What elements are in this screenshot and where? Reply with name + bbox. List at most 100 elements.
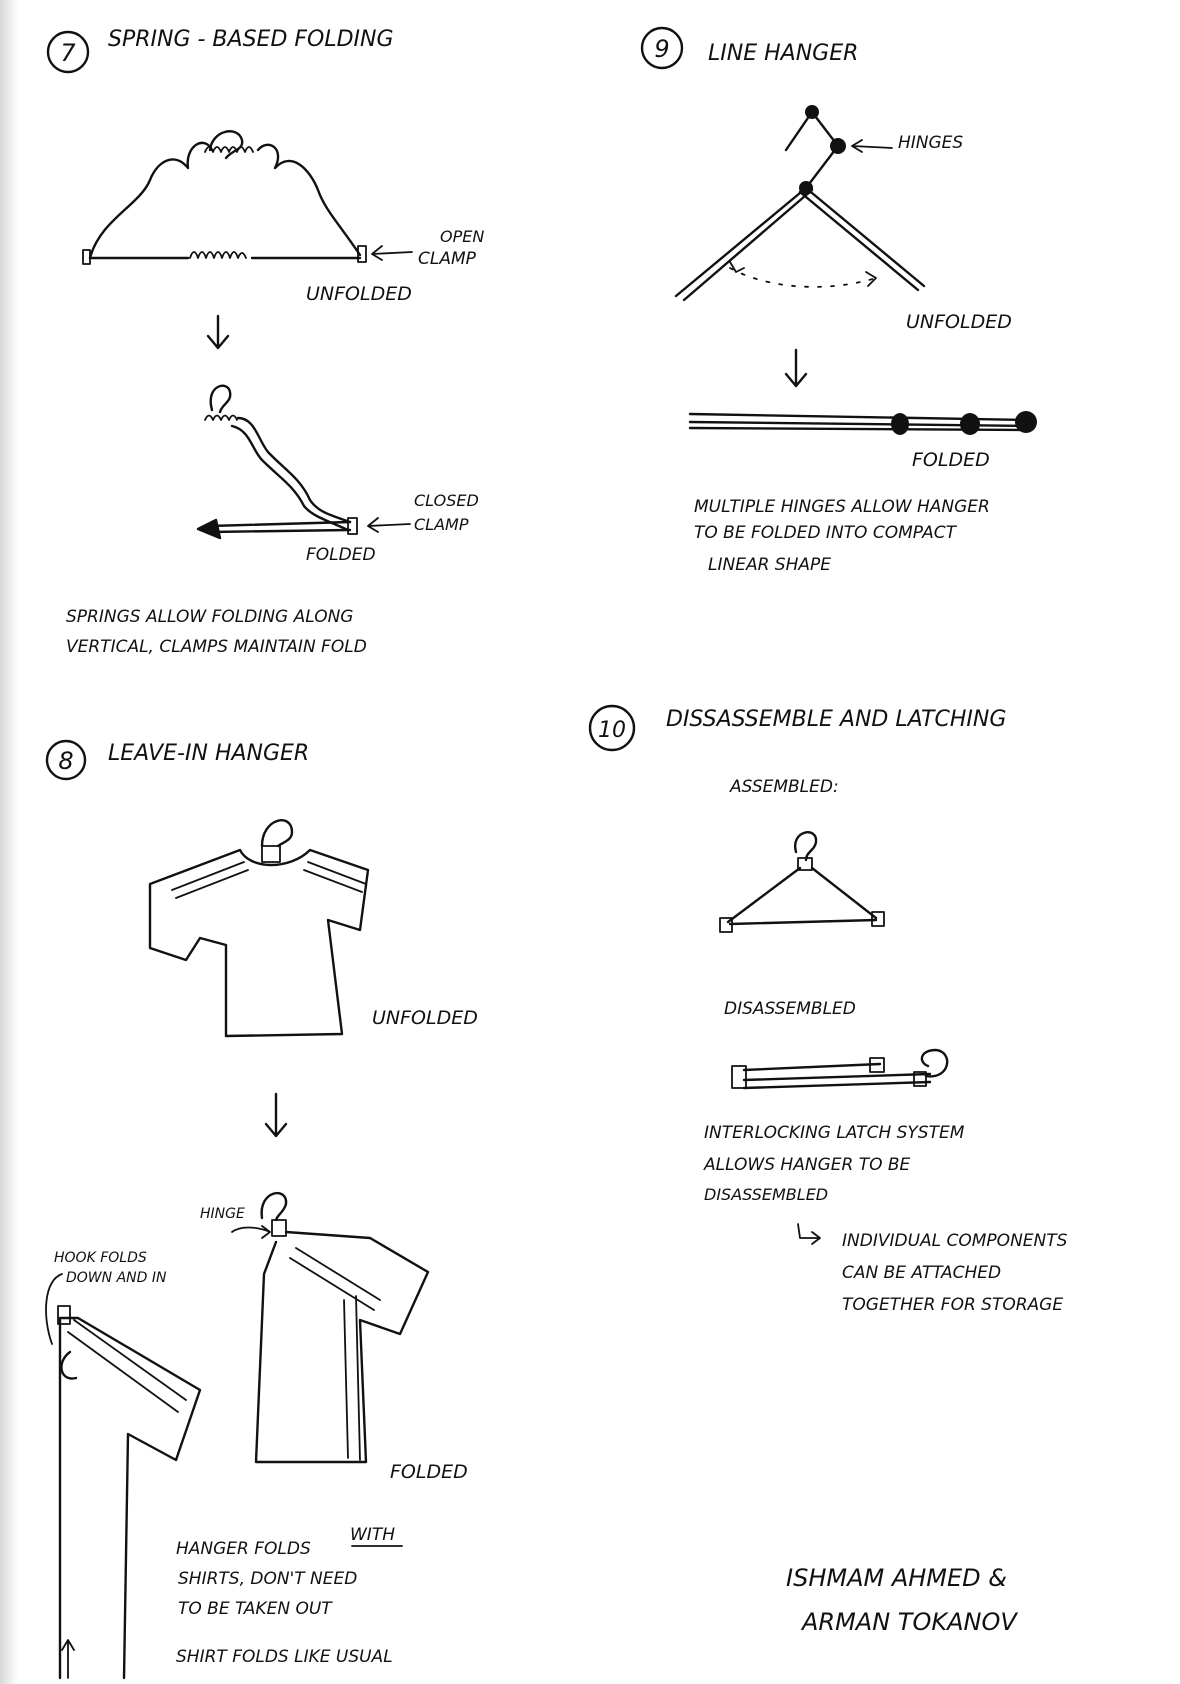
shirt-hook-folded-drawing (45, 1273, 202, 1680)
assembled-hanger-drawing (719, 831, 885, 933)
author-signature: ISHMAM AHMED & ARMAN TOKANOV (786, 1564, 1018, 1636)
motion-arrowhead-left (729, 261, 745, 273)
section-title: SPRING - BASED FOLDING (108, 27, 394, 52)
label-folded: FOLDED (306, 545, 376, 565)
section-leave-in-hanger: 8 LEAVE-IN HANGER UNFOLDED HINGE (45, 739, 478, 1680)
note-line-2: VERTICAL, CLAMPS MAINTAIN FOLD (66, 637, 367, 657)
disassembled-left-latch (731, 1065, 747, 1089)
label-closed-clamp: CLAMP (414, 515, 469, 534)
arrow-down-icon (264, 1092, 288, 1138)
arrow-down-icon (784, 348, 808, 388)
disassembled-mid-latch (869, 1057, 885, 1073)
note-word-with: WITH (350, 1525, 395, 1545)
label-hook-folds-1: HOOK FOLDS (54, 1250, 147, 1266)
spring-hanger-folded-drawing (196, 384, 411, 540)
disassembled-hanger-drawing (731, 1048, 949, 1090)
folded-in-hook (60, 1350, 78, 1380)
shirt-outline (148, 848, 370, 1038)
folded-shirt-layers (343, 1295, 361, 1461)
note-line-3: TO BE TAKEN OUT (178, 1599, 333, 1619)
subnote-line-1: INDIVIDUAL COMPONENTS (842, 1231, 1068, 1251)
note-line-2: SHIRTS, DON'T NEED (178, 1569, 357, 1589)
folded-hinge-dot-3 (1015, 411, 1037, 433)
disassembled-end-latch (913, 1071, 927, 1087)
folded-hanger-side-b (230, 424, 350, 532)
hook-folded-hanger-bars (67, 1319, 187, 1413)
section-number: 10 (598, 718, 626, 743)
folded-hanger-hook (209, 384, 232, 414)
hanger-outline (88, 141, 362, 260)
clamp-left (82, 249, 91, 265)
section-number: 8 (58, 747, 73, 775)
section-title: LEAVE-IN HANGER (108, 741, 309, 766)
label-disassembled: DISASSEMBLED (724, 999, 856, 1019)
sub-note-arrow-icon (797, 1223, 821, 1245)
label-unfolded: UNFOLDED (306, 283, 412, 305)
section-number-circle (588, 704, 636, 752)
folded-bottom-bars (208, 520, 352, 534)
arrow-to-closed-clamp (367, 517, 411, 533)
hanger-hinged-top (784, 110, 840, 190)
closed-clamp (347, 517, 358, 535)
assembled-right-latch (871, 911, 885, 927)
assembled-bottom-bar (728, 918, 878, 926)
folded-spring-coil (204, 414, 238, 421)
section-number-circle (45, 739, 87, 781)
folded-hook (260, 1192, 288, 1222)
label-closed: CLOSED (414, 491, 479, 510)
label-hinge: HINGE (200, 1206, 245, 1222)
signature-line-2: ARMAN TOKANOV (800, 1608, 1018, 1636)
motion-arrowhead-right (865, 271, 877, 287)
label-folded: FOLDED (390, 1461, 468, 1483)
shirt-hook-folded-outline (58, 1316, 202, 1680)
clamp-right (357, 245, 367, 263)
hanger-hook (208, 130, 244, 160)
hanger-right-arm (798, 186, 926, 292)
label-open: OPEN (440, 227, 484, 246)
folded-hanger-side-a (236, 416, 352, 524)
label-unfolded: UNFOLDED (372, 1007, 478, 1029)
small-up-arrow-icon (61, 1639, 75, 1679)
section-title: DISSASSEMBLE AND LATCHING (666, 707, 1006, 732)
label-hook-folds-2: DOWN AND IN (66, 1270, 167, 1286)
shirt-unfolded-drawing (148, 819, 370, 1038)
label-folded: FOLDED (912, 449, 990, 471)
hook-callout-line (45, 1273, 63, 1345)
note-line-3: LINEAR SHAPE (708, 555, 831, 575)
hinge-dot-1 (805, 105, 819, 119)
fold-motion-dotted (729, 267, 877, 288)
note-line-1: MULTIPLE HINGES ALLOW HANGER (694, 497, 990, 517)
hook-hinge-block (261, 845, 281, 863)
shirt-folded-hinge-drawing (231, 1192, 430, 1464)
hanger-left-arm (674, 186, 814, 302)
subnote-line-2: CAN BE ATTACHED (842, 1263, 1001, 1283)
section-spring-based-folding: 7 SPRING - BASED FOLDING OPEN CLAMP UNFO… (46, 27, 484, 657)
section-disassemble-and-latching: 10 DISSASSEMBLE AND LATCHING ASSEMBLED: … (588, 704, 1068, 1315)
hinge-dot-3 (799, 181, 813, 195)
disassembled-hook (920, 1048, 949, 1078)
note-line-1: HANGER FOLDS (176, 1539, 311, 1559)
label-unfolded: UNFOLDED (906, 311, 1012, 333)
signature-line-1: ISHMAM AHMED & (786, 1564, 1007, 1592)
section-number: 7 (60, 39, 76, 67)
folded-shirt-outline-a (254, 1230, 430, 1464)
assembled-hook (793, 831, 818, 862)
spring-hanger-unfolded-drawing (82, 130, 413, 265)
line-hanger-folded-drawing (688, 411, 1037, 435)
hanger-right-bar (303, 861, 367, 893)
spring-coil-bottom (189, 251, 247, 259)
note-line-3: DISASSEMBLED (704, 1185, 828, 1204)
assembled-left-latch (719, 917, 733, 933)
disassembled-rods (742, 1062, 932, 1090)
assembled-top-latch (797, 857, 813, 871)
assembled-arms (726, 866, 878, 924)
section-title: LINE HANGER (708, 41, 858, 66)
note-line-4: SHIRT FOLDS LIKE USUAL (176, 1647, 393, 1667)
page-binding-shadow (0, 0, 18, 1684)
arrow-to-open-clamp (371, 245, 413, 261)
note-line-2: ALLOWS HANGER TO BE (703, 1155, 911, 1175)
hinge-dot-2 (830, 138, 846, 154)
folded-spring-end (196, 518, 222, 540)
label-open-clamp: CLAMP (418, 249, 477, 269)
arrow-to-hinge (231, 1225, 271, 1239)
